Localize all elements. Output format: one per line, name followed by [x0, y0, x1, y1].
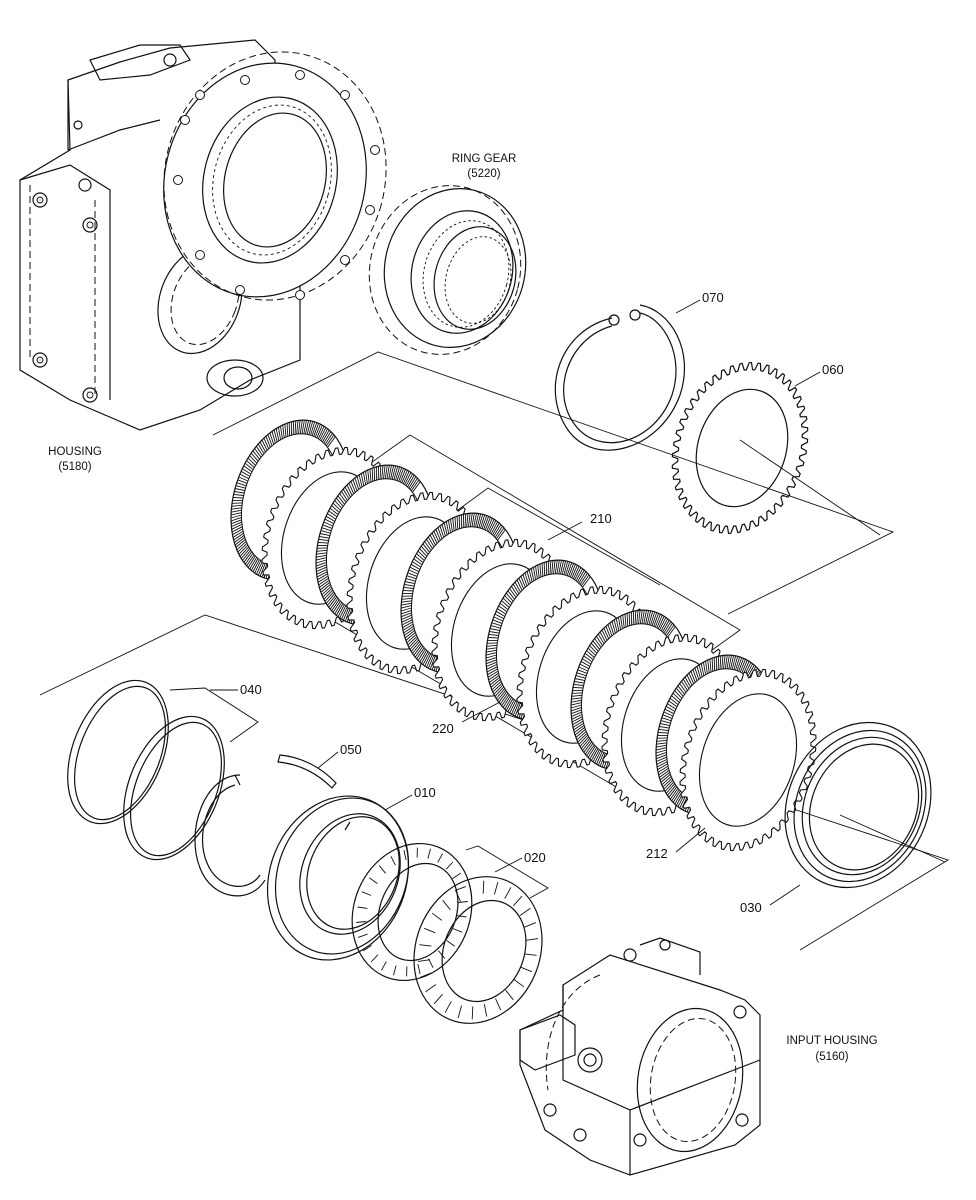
label-030: 030: [740, 900, 762, 915]
snap-ring-070: [554, 304, 685, 451]
input-housing-label: INPUT HOUSING: [786, 1035, 877, 1047]
steel-disk: [679, 668, 817, 852]
label-210: 210: [590, 511, 612, 526]
housing-part: [19, 39, 387, 431]
label-212: 212: [646, 846, 668, 861]
housing-code: (5180): [58, 461, 91, 473]
label-070: 070: [702, 290, 724, 305]
clutch-pack: [230, 419, 817, 852]
label-040: 040: [240, 682, 262, 697]
rings-040: [67, 679, 266, 897]
seal-030: [784, 721, 932, 889]
ring-gear-part: [368, 185, 527, 355]
piston-010: [266, 795, 410, 961]
input-housing-code: (5160): [815, 1051, 848, 1063]
ring-gear-label: RING GEAR: [452, 153, 517, 165]
housing-label: HOUSING: [48, 446, 102, 458]
gear-disk-060: [671, 361, 809, 535]
label-220: 220: [432, 721, 454, 736]
clip-050: [277, 754, 337, 789]
label-020: 020: [524, 850, 546, 865]
label-010: 010: [414, 785, 436, 800]
thrust-bearing-020: [351, 842, 543, 1024]
label-050: 050: [340, 742, 362, 757]
input-housing-part: [519, 937, 761, 1176]
label-060: 060: [822, 362, 844, 377]
ring-gear-code: (5220): [467, 168, 500, 180]
